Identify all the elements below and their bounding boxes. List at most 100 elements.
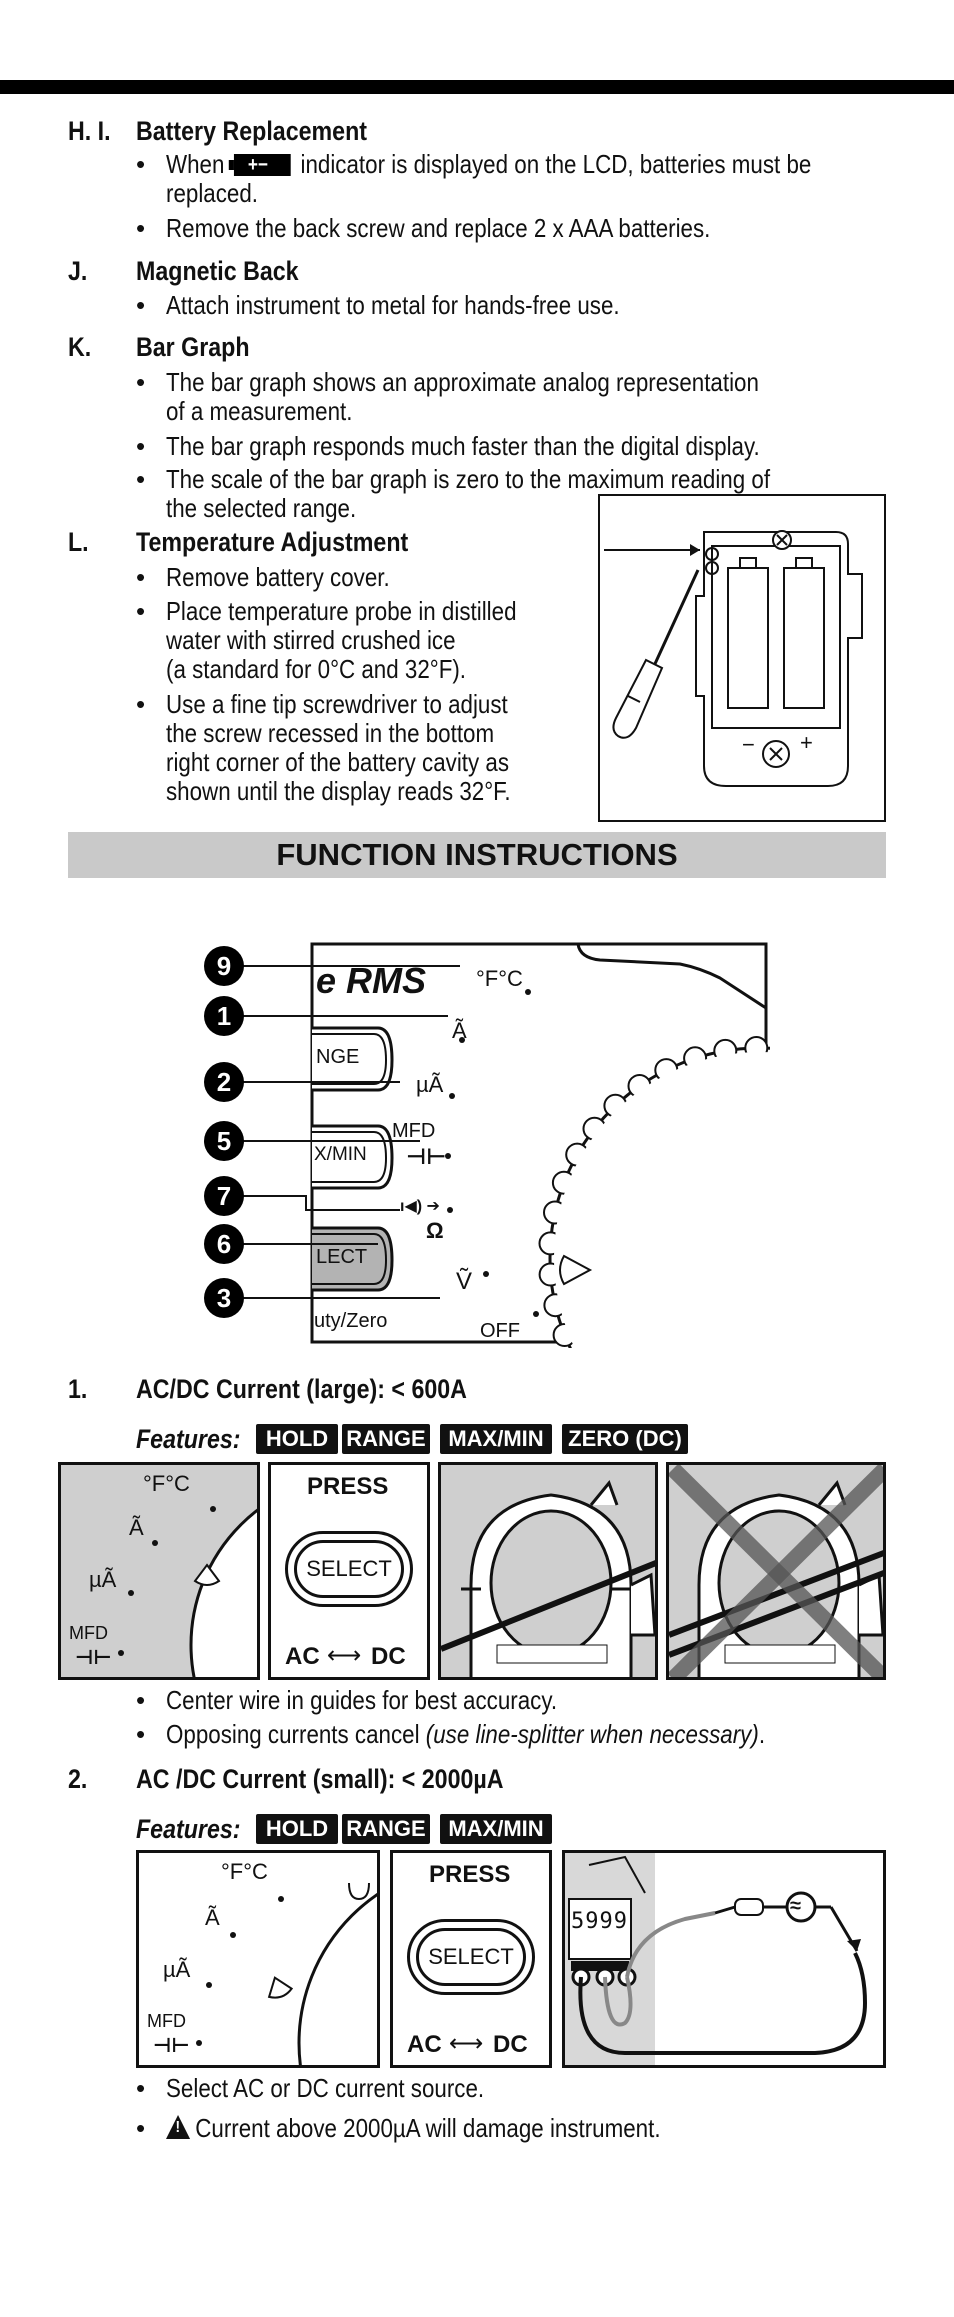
capacitor-icon: ⊣⊢: [153, 2035, 190, 2057]
f1-bullet-2: • Opposing currents cancel (use line-spl…: [136, 1719, 766, 1749]
section-k-heading: K. Bar Graph: [68, 332, 568, 362]
f2-circuit-svg: [565, 1853, 868, 2065]
function-2-heading: 2. AC /DC Current (small): < 2000µA: [68, 1764, 768, 1794]
clamp-wrong-svg: [669, 1465, 883, 1677]
select-button[interactable]: LECT: [316, 1246, 368, 1268]
f1-clamp-wrong-panel: [666, 1462, 886, 1680]
section-label: J.: [68, 256, 88, 286]
f2-dial-panel: °F°C Ã µÃ MFD ⊣⊢: [136, 1850, 380, 2068]
f2-bullet-2: • Current above 2000µA will damage instr…: [136, 2114, 896, 2144]
dc-label: DC: [371, 1643, 406, 1670]
capacitor-icon: ⊣⊢: [406, 1144, 447, 1169]
dial-mfd-label: MFD: [147, 2011, 186, 2031]
l-bullet-2: • Place temperature probe in distilled w…: [136, 596, 517, 684]
press-label: PRESS: [307, 1473, 389, 1500]
f1-clamp-correct-panel: [438, 1462, 658, 1680]
diode-icon: ı◀) ➔: [400, 1198, 440, 1215]
section-j-heading: J. Magnetic Back: [68, 256, 568, 286]
ac-dc-arrow-icon: ⟷: [327, 1642, 362, 1669]
section-hi-heading: H. I. Battery Replacement: [68, 116, 568, 146]
dial-temp-label: °F°C: [143, 1471, 190, 1496]
dial-amps-label: Ã: [452, 1018, 467, 1043]
j-bullet-1: • Attach instrument to metal for hands-f…: [136, 290, 620, 320]
f1-press-panel: PRESS SELECT AC ⟷ DC: [268, 1462, 430, 1680]
top-rule: [0, 80, 954, 94]
f1-dial-panel: °F°C Ã µÃ MFD ⊣⊢: [58, 1462, 260, 1680]
range-button[interactable]: NGE: [316, 1046, 360, 1068]
function-title: AC/DC Current (large): < 600A: [136, 1374, 467, 1404]
feature-badge-hold: HOLD: [256, 1814, 338, 1844]
section-title: Bar Graph: [136, 332, 250, 362]
clamp-correct-svg: [441, 1480, 655, 1677]
battery-cavity-diagram: − +: [598, 494, 886, 822]
function-instructions-title: FUNCTION INSTRUCTIONS: [276, 837, 678, 872]
minus-terminal-label: −: [742, 732, 755, 757]
capacitor-icon: ⊣⊢: [75, 1647, 112, 1669]
section-title: Temperature Adjustment: [136, 527, 409, 557]
k-bullet-3: • The scale of the bar graph is zero to …: [136, 464, 771, 523]
k-bullet-1: • The bar graph shows an approximate ana…: [136, 367, 759, 426]
function-title: AC /DC Current (small): < 2000µA: [136, 1764, 504, 1794]
l-bullet-3: • Use a fine tip screwdriver to adjust t…: [136, 689, 511, 806]
callout-number: 1: [204, 996, 244, 1036]
section-title: Battery Replacement: [136, 116, 368, 146]
dial-volts-label: Ṽ: [456, 1268, 473, 1295]
f2-circuit-panel: 5999 ≈: [562, 1850, 886, 2068]
dial-off-label: OFF: [480, 1320, 520, 1342]
dial-amps-label: Ã: [129, 1515, 144, 1540]
lcd-readout: 5999: [571, 1909, 628, 1934]
select-button[interactable]: SELECT: [407, 1919, 535, 1995]
dial-temp-label: °F°C: [476, 966, 523, 991]
dial-microamps-label: µÃ: [89, 1567, 117, 1592]
k-bullet-2: • The bar graph responds much faster tha…: [136, 431, 760, 461]
battery-icon: +−: [228, 154, 291, 176]
f2-dial-svg: [196, 1882, 377, 2065]
dial-ohm-label: Ω: [426, 1218, 444, 1243]
feature-badge-range: RANGE: [342, 1814, 430, 1844]
feature-badge-zero-dc: ZERO (DC): [562, 1424, 688, 1454]
section-label: K.: [68, 332, 92, 362]
section-label: H. I.: [68, 116, 111, 146]
callout-number: 3: [204, 1278, 244, 1318]
warning-icon: [166, 2115, 191, 2139]
dc-label: DC: [493, 2031, 528, 2058]
ac-source-icon: ≈: [790, 1895, 801, 1917]
feature-badge-maxmin: MAX/MIN: [440, 1424, 552, 1454]
section-label: L.: [68, 527, 89, 557]
section-title: Magnetic Back: [136, 256, 299, 286]
function-instructions-bar: FUNCTION INSTRUCTIONS: [68, 832, 886, 878]
dial-face: [554, 1052, 770, 1348]
dial-microamps-label: µÃ: [163, 1957, 191, 1982]
f1-bullet-1: • Center wire in guides for best accurac…: [136, 1685, 558, 1715]
plus-terminal-label: +: [800, 730, 813, 755]
function-number: 1.: [68, 1374, 88, 1404]
dial-temp-label: °F°C: [221, 1859, 268, 1884]
f2-bullet-1: • Select AC or DC current source.: [136, 2073, 485, 2103]
function-number: 2.: [68, 1764, 88, 1794]
ac-dc-arrow-icon: ⟷: [449, 2030, 484, 2057]
ac-label: AC: [407, 2031, 442, 2058]
f2-press-panel: PRESS SELECT AC ⟷ DC: [390, 1850, 552, 2068]
dial-amps-label: Ã: [205, 1905, 220, 1930]
callout-number: 2: [204, 1062, 244, 1102]
hi-bullet-2: • Remove the back screw and replace 2 x …: [136, 213, 711, 243]
function-1-heading: 1. AC/DC Current (large): < 600A: [68, 1374, 768, 1404]
features-label: Features:: [136, 1814, 241, 1844]
select-button[interactable]: SELECT: [285, 1531, 413, 1607]
press-label: PRESS: [429, 1861, 511, 1888]
callout-number: 6: [204, 1224, 244, 1264]
feature-badge-range: RANGE: [342, 1424, 430, 1454]
feature-badge-maxmin: MAX/MIN: [440, 1814, 552, 1844]
dial-mfd-label: MFD: [69, 1623, 108, 1643]
callout-number: 5: [204, 1121, 244, 1161]
callout-number: 9: [204, 946, 244, 986]
max-min-button[interactable]: X/MIN: [314, 1144, 367, 1165]
brand-label: e RMS: [316, 960, 427, 1001]
dial-diagram-svg: [240, 942, 770, 1348]
features-label: Features:: [136, 1424, 241, 1454]
dial-mfd-label: MFD: [392, 1120, 436, 1142]
hi-bullet-1: • When +− indicator is displayed on the …: [136, 149, 812, 208]
duty-zero-button[interactable]: uty/Zero: [314, 1310, 388, 1332]
section-l-heading: L. Temperature Adjustment: [68, 527, 568, 557]
ac-label: AC: [285, 1643, 320, 1670]
